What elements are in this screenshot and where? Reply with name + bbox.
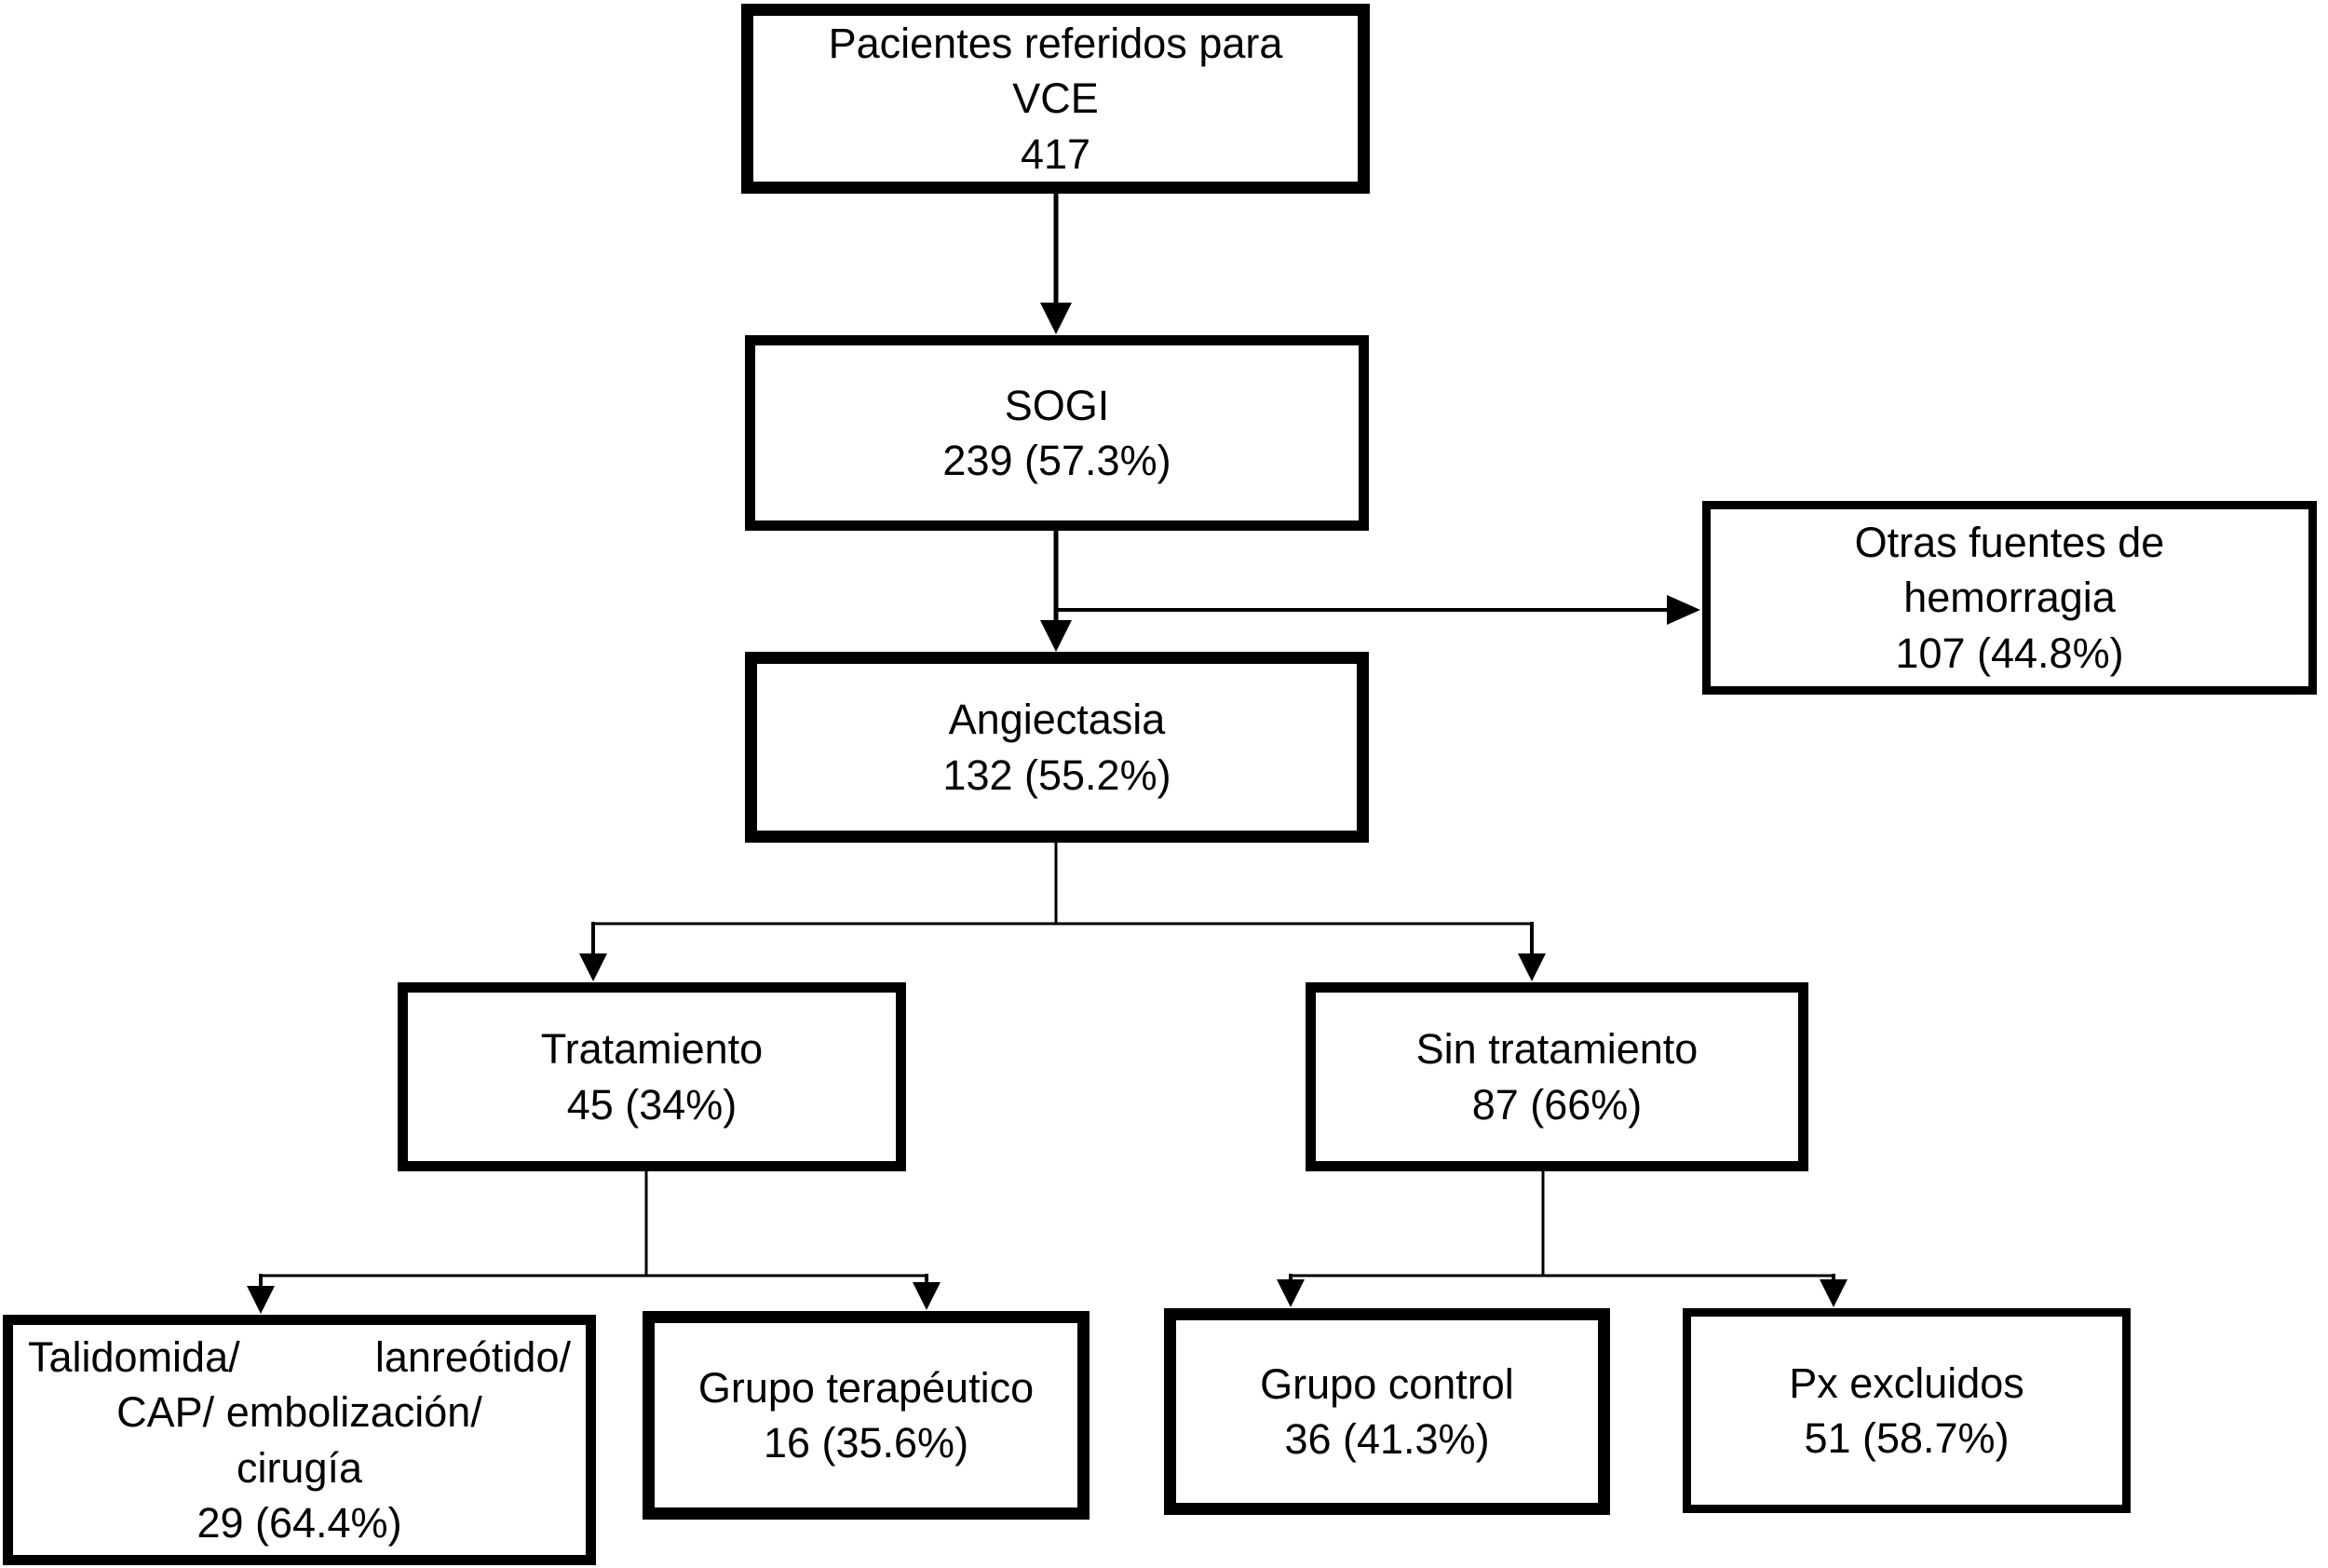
node-label: Sin tratamiento <box>1415 1025 1699 1074</box>
node-label: SOGI <box>1004 381 1110 429</box>
node-otras-fuentes: Otras fuentes de hemorragia 107 (44.8%) <box>1702 501 2317 695</box>
node-value: 417 <box>1020 129 1091 178</box>
node-label: Talidomida/ lanreótido/ <box>13 1330 586 1385</box>
node-label: Otras fuentes de <box>1854 518 2165 566</box>
node-value: 51 (58.7%) <box>1804 1414 2010 1462</box>
node-label: Grupo terapéutico <box>697 1363 1035 1412</box>
node-sogi: SOGI 239 (57.3%) <box>745 335 1369 531</box>
node-sin-tratamiento: Sin tratamiento 87 (66%) <box>1306 982 1808 1171</box>
edge-angiectasia-split <box>579 843 1546 981</box>
node-label: Px excluidos <box>1789 1358 2024 1407</box>
edge-sogi-angiectasia <box>1040 531 1072 652</box>
node-grupo-terapeutico: Grupo terapéutico 16 (35.6%) <box>643 1311 1090 1520</box>
node-label: VCE <box>1012 74 1099 123</box>
node-value: 36 (41.3%) <box>1284 1415 1490 1463</box>
node-label: Grupo control <box>1260 1359 1514 1408</box>
node-value: 45 (34%) <box>566 1080 738 1129</box>
node-talidomida-lanreotido: Talidomida/ lanreótido/ CAP/ embolizació… <box>3 1315 596 1565</box>
node-value: 16 (35.6%) <box>763 1419 969 1467</box>
node-grupo-control: Grupo control 36 (41.3%) <box>1164 1308 1610 1515</box>
node-label: Tratamiento <box>540 1025 764 1074</box>
node-value: 107 (44.8%) <box>1895 629 2124 677</box>
node-label: CAP/ embolización/ <box>116 1388 482 1437</box>
node-value: 239 (57.3%) <box>942 437 1171 484</box>
node-label: Angiectasia <box>948 696 1166 744</box>
node-value: 29 (64.4%) <box>196 1498 402 1547</box>
node-label: hemorragia <box>1903 574 2116 622</box>
node-px-excluidos: Px excluidos 51 (58.7%) <box>1683 1308 2131 1513</box>
edge-pacientes-sogi <box>1040 194 1072 334</box>
node-label: cirugía <box>236 1443 363 1492</box>
node-angiectasia: Angiectasia 132 (55.2%) <box>745 652 1369 843</box>
node-value: 87 (66%) <box>1471 1080 1643 1129</box>
node-label-right: lanreótido/ <box>374 1332 571 1381</box>
edge-sogi-otras-fuentes <box>1056 595 1700 625</box>
edge-sin-tratamiento-split <box>1277 1171 1848 1307</box>
node-pacientes-vce: Pacientes referidos para VCE 417 <box>741 4 1370 194</box>
node-label-left: Talidomida/ <box>28 1332 240 1381</box>
node-label: Pacientes referidos para <box>828 19 1283 67</box>
node-value: 132 (55.2%) <box>942 750 1171 799</box>
edge-tratamiento-split <box>247 1171 941 1314</box>
node-tratamiento: Tratamiento 45 (34%) <box>398 982 906 1171</box>
